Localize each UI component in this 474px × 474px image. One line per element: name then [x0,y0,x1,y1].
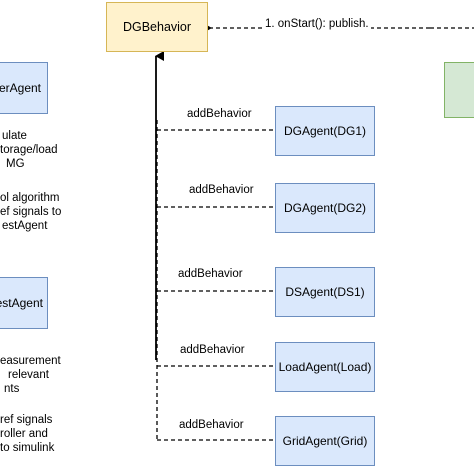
note-line: relevant [8,369,49,381]
note-line: MG [6,158,25,170]
external-green-box[interactable] [444,62,474,118]
note-line: nts [4,383,20,395]
agent-label: LoadAgent(Load) [278,360,372,374]
left-note-3: easurement relevant nts [0,354,61,396]
agent-label: DSAgent(DS1) [285,285,365,299]
agent-box-grid[interactable]: GridAgent(Grid) [275,416,375,466]
agent-box-load[interactable]: LoadAgent(Load) [275,342,375,392]
agent-box-dg2[interactable]: DGAgent(DG2) [275,183,375,233]
edge-label-dg2: addBehavior [189,183,254,197]
edge-label-dg1: addBehavior [187,107,252,121]
agent-label: GridAgent(Grid) [282,434,368,448]
edge-label-grid: addBehavior [179,418,244,432]
agent-label: DGAgent(DG1) [283,124,367,138]
left-note-1: ulate torage/load MG [0,129,58,171]
edge-label-ds1: addBehavior [178,267,243,281]
note-line: ol algorithm [0,192,60,204]
left-agent-box-bottom[interactable]: estAgent [0,277,48,329]
left-agent-label-top: erAgent [0,81,41,95]
note-line: to simulink [0,442,55,454]
dgbehavior-box[interactable]: DGBehavior [106,2,208,52]
edge-label-load: addBehavior [180,343,245,357]
note-line: ef signals to [0,206,62,218]
left-agent-box-top[interactable]: erAgent [0,62,48,114]
note-line: roller and [0,428,48,440]
note-line: ref signals [0,414,53,426]
agent-label: DGAgent(DG2) [283,201,367,215]
note-line: ulate [2,130,27,142]
agent-box-dg1[interactable]: DGAgent(DG1) [275,106,375,156]
agent-box-ds1[interactable]: DSAgent(DS1) [275,267,375,317]
note-line: estAgent [2,220,48,232]
left-agent-label-bottom: estAgent [0,296,43,310]
left-note-4: ref signals roller and to simulink [0,413,54,455]
publish-edge-label: 1. onStart(): publish. [263,17,371,31]
note-line: easurement [0,355,61,367]
note-line: torage/load [0,144,58,156]
dgbehavior-label: DGBehavior [122,20,192,34]
left-note-2: ol algorithm ef signals to estAgent [0,191,61,233]
